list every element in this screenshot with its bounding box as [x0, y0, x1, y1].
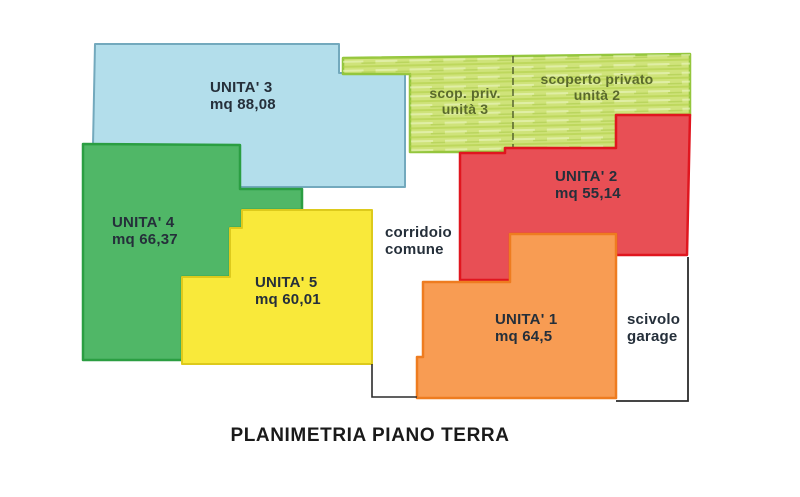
unit-4-name: UNITA' 4 [112, 214, 175, 231]
scoperto-unita-3-line1: scop. priv. [429, 85, 501, 101]
unit-2-area: mq 55,14 [555, 185, 621, 202]
scivolo-line1: scivolo [627, 311, 681, 328]
unit-3-area: mq 88,08 [210, 96, 276, 113]
scivolo-garage-wall-line [616, 257, 689, 402]
scoperto-unita-2-label: scoperto privato unità 2 [536, 71, 658, 103]
unit-2-label: UNITA' 2 mq 55,14 [555, 168, 621, 202]
unit-5-area: mq 60,01 [255, 291, 321, 308]
unit-5-name: UNITA' 5 [255, 274, 318, 291]
scoperto-privato-hatch-texture [343, 54, 690, 152]
unit-4-label: UNITA' 4 mq 66,37 [112, 214, 178, 248]
scivolo-line2: garage [627, 328, 678, 345]
unit-3-name: UNITA' 3 [210, 79, 273, 96]
scoperto-unita-2-line1: scoperto privato [540, 71, 654, 87]
scoperto-unita-2-line2: unità 2 [573, 87, 621, 103]
page-title: PLANIMETRIA PIANO TERRA [230, 425, 510, 446]
corridoio-line2: comune [385, 241, 444, 258]
unit-5-region [181, 209, 373, 365]
unit-1-area: mq 64,5 [495, 328, 553, 345]
scivolo-garage-label: scivolo garage [627, 311, 680, 345]
unit-5-label: UNITA' 5 mq 60,01 [255, 274, 321, 308]
unit-1-name: UNITA' 1 [495, 311, 558, 328]
unit-3-label: UNITA' 3 mq 88,08 [210, 79, 276, 113]
scoperto-unita-3-label: scop. priv. unità 3 [413, 85, 517, 117]
corridoio-wall-line [371, 364, 417, 398]
unit-2-name: UNITA' 2 [555, 168, 618, 185]
scoperto-unita-3-line2: unità 3 [441, 101, 489, 117]
corridoio-line1: corridoio [385, 224, 452, 241]
unit-4-area: mq 66,37 [112, 231, 178, 248]
unit-1-label: UNITA' 1 mq 64,5 [495, 311, 557, 345]
corridoio-comune-label: corridoio comune [385, 224, 452, 258]
unit-1-region [415, 232, 618, 400]
